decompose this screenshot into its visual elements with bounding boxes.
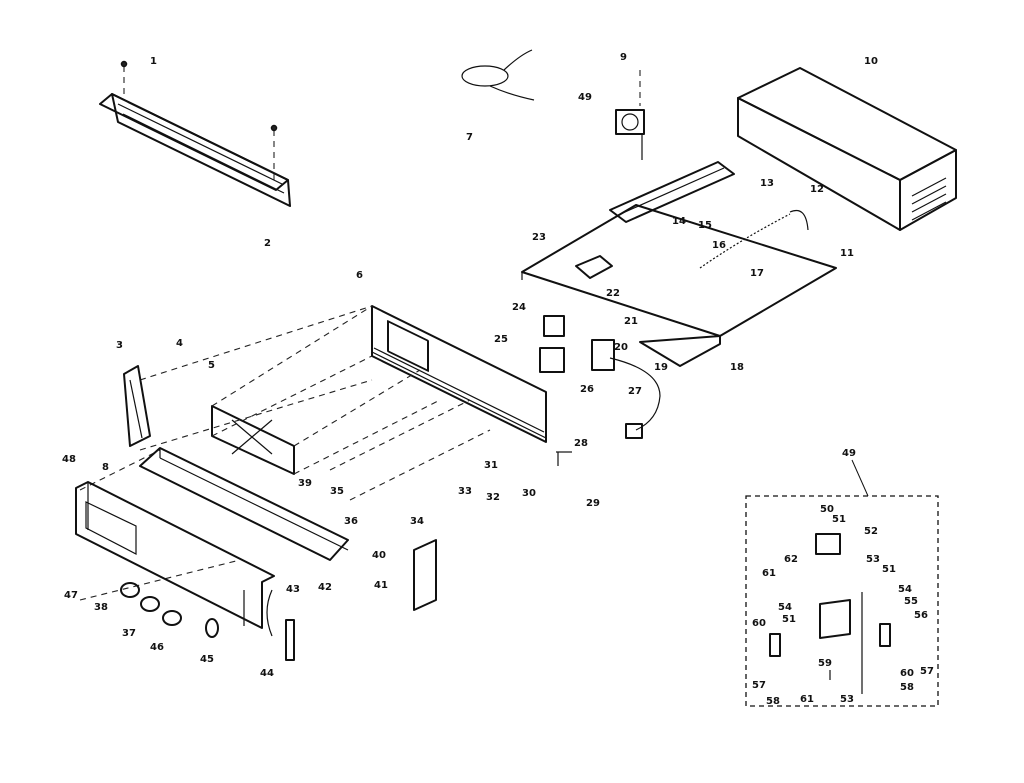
callout-51a: 51 (832, 514, 846, 525)
callout-20: 20 (614, 342, 628, 353)
assembly-guide-lines (79, 305, 491, 601)
callout-49-inset: 49 (842, 448, 856, 459)
callout-27: 27 (628, 386, 642, 397)
chassis-base-part (521, 204, 837, 367)
callout-44: 44 (260, 668, 274, 679)
callout-26: 26 (580, 384, 594, 395)
callout-labels: 1 2 3 4 5 6 7 8 9 10 11 12 13 14 15 16 1… (62, 52, 934, 707)
callout-11: 11 (840, 248, 854, 259)
switch-block-part (575, 255, 613, 279)
callout-1: 1 (150, 56, 157, 67)
callout-58a: 58 (900, 682, 914, 693)
top-trim-part (99, 60, 291, 207)
callout-35: 35 (330, 486, 344, 497)
callout-21: 21 (624, 316, 638, 327)
callout-34: 34 (410, 516, 424, 527)
callout-51b: 51 (882, 564, 896, 575)
callout-6: 6 (356, 270, 363, 281)
callout-10: 10 (864, 56, 878, 67)
flex-duct-part (699, 209, 809, 269)
callout-9: 9 (620, 52, 627, 63)
callout-12: 12 (810, 184, 824, 195)
callout-29: 29 (586, 498, 600, 509)
callout-54b: 54 (778, 602, 792, 613)
callout-46: 46 (150, 642, 164, 653)
callout-51c: 51 (782, 614, 796, 625)
callout-50: 50 (820, 504, 834, 515)
side-strip-part (266, 589, 295, 661)
callout-61a: 61 (800, 694, 814, 705)
callout-54a: 54 (898, 584, 912, 595)
callout-41: 41 (374, 580, 388, 591)
control-knobs (120, 582, 219, 638)
callout-16: 16 (712, 240, 726, 251)
callout-5: 5 (208, 360, 215, 371)
front-control-panel-part (75, 481, 275, 629)
callout-60b: 60 (752, 618, 766, 629)
callout-28: 28 (574, 438, 588, 449)
control-panel-back-part (371, 305, 547, 443)
motor-part (615, 70, 645, 160)
callout-15: 15 (698, 220, 712, 231)
callout-4: 4 (176, 338, 183, 349)
callout-36: 36 (344, 516, 358, 527)
callout-58b: 58 (766, 696, 780, 707)
callout-55: 55 (904, 596, 918, 607)
callout-61b: 61 (762, 568, 776, 579)
callout-49-top: 49 (578, 92, 592, 103)
callout-18: 18 (730, 362, 744, 373)
callout-23: 23 (532, 232, 546, 243)
end-cap-part (413, 539, 437, 611)
callout-43: 43 (286, 584, 300, 595)
callout-48: 48 (62, 454, 76, 465)
callout-38: 38 (94, 602, 108, 613)
inset-detail-box (745, 459, 939, 707)
top-cover-part (737, 67, 957, 231)
callout-47: 47 (64, 590, 78, 601)
callout-3: 3 (116, 340, 123, 351)
window-part (211, 405, 295, 475)
callout-22: 22 (606, 288, 620, 299)
callout-56: 56 (914, 610, 928, 621)
callout-62: 62 (784, 554, 798, 565)
callout-57b: 57 (752, 680, 766, 691)
callout-32: 32 (486, 492, 500, 503)
callout-24: 24 (512, 302, 526, 313)
callout-52: 52 (864, 526, 878, 537)
callout-37: 37 (122, 628, 136, 639)
callout-8: 8 (102, 462, 109, 473)
callout-2: 2 (264, 238, 271, 249)
callout-60a: 60 (900, 668, 914, 679)
relay-switch-parts (539, 315, 661, 466)
trim-channel-part (139, 447, 349, 561)
callout-53a: 53 (866, 554, 880, 565)
callout-14: 14 (672, 216, 686, 227)
callout-30: 30 (522, 488, 536, 499)
callout-7: 7 (466, 132, 473, 143)
callout-31: 31 (484, 460, 498, 471)
rail-bracket-part (609, 161, 735, 223)
callout-39: 39 (298, 478, 312, 489)
callout-25: 25 (494, 334, 508, 345)
callout-13: 13 (760, 178, 774, 189)
callout-17: 17 (750, 268, 764, 279)
wire-harness-part (461, 49, 535, 101)
callout-40: 40 (372, 550, 386, 561)
callout-57a: 57 (920, 666, 934, 677)
callout-33: 33 (458, 486, 472, 497)
side-bracket-part (123, 365, 151, 447)
callout-19: 19 (654, 362, 668, 373)
callout-42: 42 (318, 582, 332, 593)
callout-59: 59 (818, 658, 832, 669)
callout-53b: 53 (840, 694, 854, 705)
callout-45: 45 (200, 654, 214, 665)
